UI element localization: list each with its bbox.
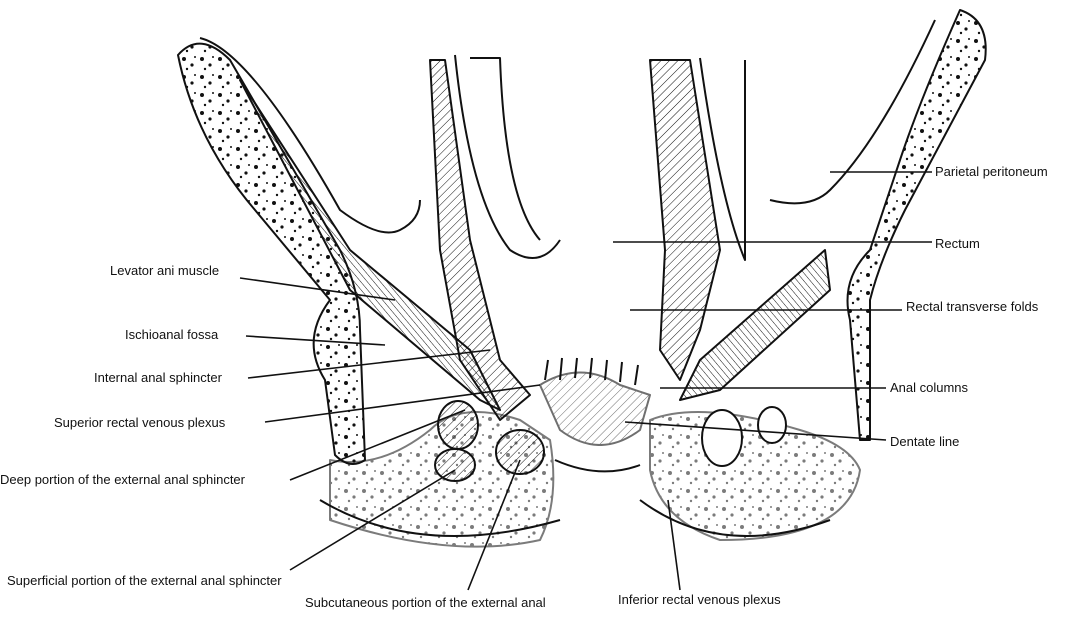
label-inferior-rectal-venous-plexus: Inferior rectal venous plexus (618, 592, 781, 607)
left-rectal-wall (429, 59, 531, 421)
label-deep-external-sphincter: Deep portion of the external anal sphinc… (0, 472, 245, 487)
right-rectal-wall (649, 59, 721, 381)
label-dentate-line: Dentate line (890, 434, 960, 449)
label-levator-ani: Levator ani muscle (110, 263, 220, 278)
subcutaneous-external-sphincter-circle (495, 429, 545, 475)
anal-canal (539, 371, 651, 446)
deep-external-sphincter-circle (437, 400, 479, 450)
right-pelvic-bone (846, 9, 987, 441)
leader-lines (239, 171, 932, 591)
label-rectum: Rectum (935, 236, 980, 251)
label-superior-rectal-venous-plexus: Superior rectal venous plexus (54, 415, 226, 430)
label-superficial-external-sphincter: Superficial portion of the external anal… (7, 573, 282, 588)
label-rectal-transverse-folds: Rectal transverse folds (906, 299, 1039, 314)
label-internal-anal-sphincter: Internal anal sphincter (94, 370, 222, 385)
label-anal-columns: Anal columns (890, 380, 969, 395)
label-parietal-peritoneum: Parietal peritoneum (935, 164, 1048, 179)
superficial-external-sphincter-circle (434, 448, 476, 482)
right-levator-ani (679, 249, 831, 401)
label-subcutaneous-external-sphincter: Subcutaneous portion of the external ana… (305, 595, 546, 610)
label-ischioanal-fossa: Ischioanal fossa (125, 327, 219, 342)
